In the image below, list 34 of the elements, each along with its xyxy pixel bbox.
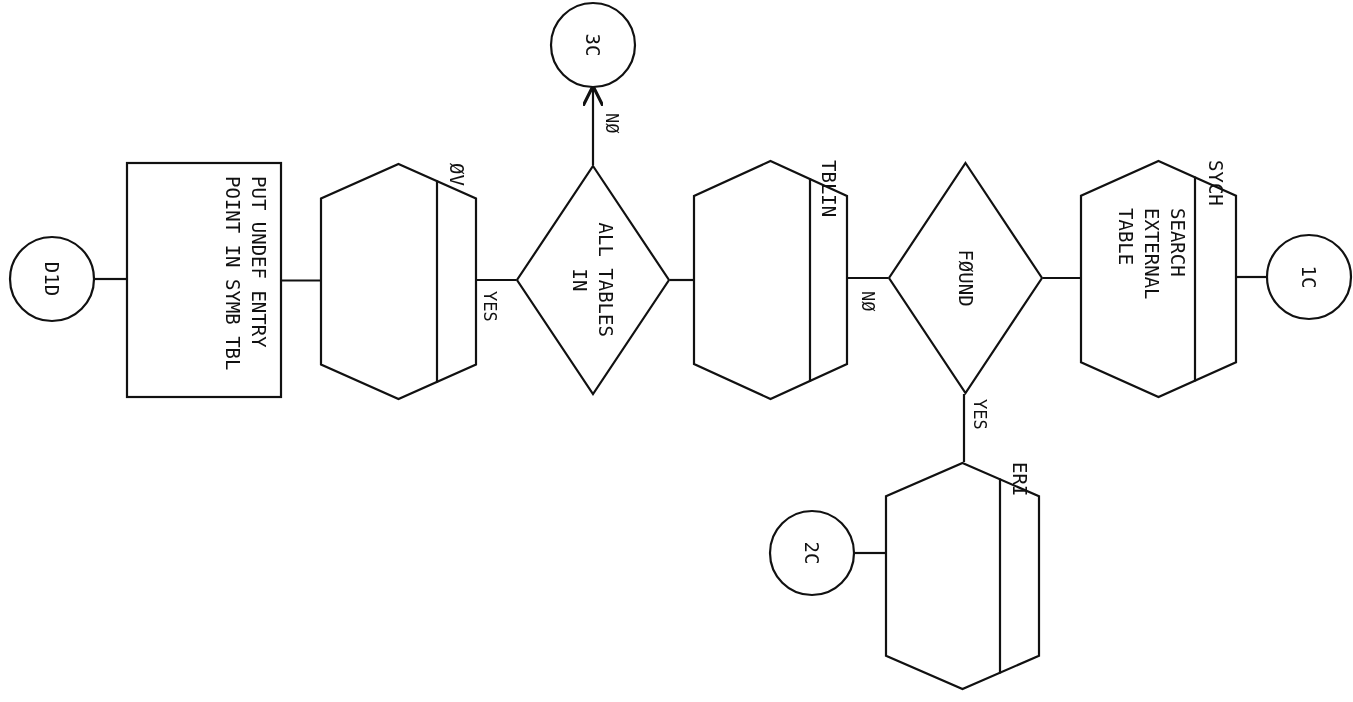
connector-label: 3C: [581, 33, 605, 57]
connector-circle: [769, 510, 855, 596]
process-box: [126, 162, 282, 398]
decision-diamond: [516, 165, 670, 395]
node-text: ALL TABLES IN: [568, 222, 618, 338]
connector-line: [477, 278, 516, 282]
predefined-process-hexagon: [885, 462, 1040, 690]
node-text: FØUND: [953, 249, 978, 307]
node-text: SEARCH EXTERNAL TABLE: [1114, 207, 1190, 302]
edge-label: NØ: [602, 112, 622, 135]
predefined-process-hexagon: [1080, 160, 1237, 398]
connector-line: [282, 279, 320, 282]
connector-line: [848, 276, 888, 280]
connector-label: D1D: [40, 261, 64, 297]
subroutine-name: ERI: [1008, 462, 1032, 499]
connector-circle: [9, 236, 95, 322]
connector-circle: [1266, 234, 1352, 320]
predefined-process-hexagon: [320, 163, 477, 400]
connector-circle: [550, 2, 636, 88]
connector-label: 1C: [1297, 265, 1321, 289]
edge-label: NØ: [858, 290, 878, 313]
subroutine-name: SYCH: [1204, 160, 1228, 208]
predefined-process-hexagon: [693, 160, 848, 400]
node-text: PUT UNDEF ENTRY POINT IN SYMB TBL: [221, 176, 271, 373]
connector-line: [962, 394, 966, 462]
subroutine-name: ØV: [445, 163, 469, 188]
connector-label: 2C: [800, 541, 824, 565]
connector-line: [1237, 275, 1266, 279]
connector-line: [1043, 276, 1080, 280]
decision-diamond: [888, 162, 1043, 394]
connector-line: [95, 277, 126, 281]
connector-line: [670, 278, 693, 282]
subroutine-name: TBLIN: [817, 160, 841, 220]
connector-line: [855, 551, 885, 555]
